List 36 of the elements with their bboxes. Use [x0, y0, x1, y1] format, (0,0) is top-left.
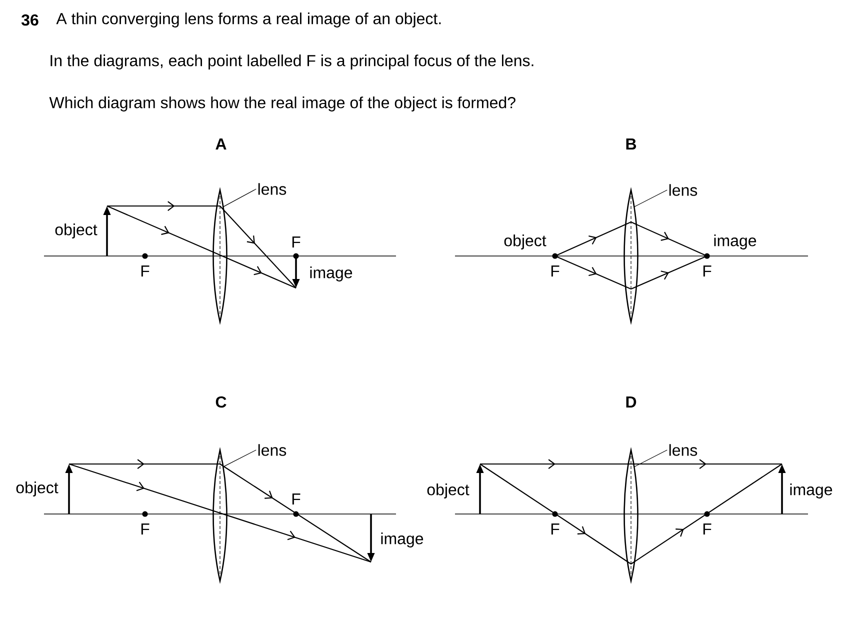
- option-letter: D: [626, 396, 636, 408]
- question-text: Which diagram shows how the real image of the object is formed?: [49, 96, 516, 112]
- instruction-text: In the diagrams, each point labelled F is a principal focus of the lens.: [50, 54, 534, 70]
- object-label: object: [504, 234, 546, 250]
- focus-label: F: [141, 524, 150, 534]
- object-label: object: [55, 224, 98, 238]
- lens: [624, 449, 638, 582]
- focus-label: F: [292, 236, 300, 248]
- lens-label: lens: [669, 444, 698, 456]
- focus-label: F: [551, 524, 560, 534]
- image-label: image: [310, 266, 352, 282]
- lens-label: lens: [258, 444, 286, 456]
- leader-line: [634, 450, 668, 468]
- object-label: object: [16, 482, 58, 496]
- focus-label: F: [141, 266, 150, 276]
- leader-line: [222, 450, 256, 468]
- object-label: object: [427, 484, 470, 498]
- question-text: A thin converging lens forms a real image of an object.: [56, 12, 441, 28]
- lens: [212, 449, 228, 582]
- focus-label: F: [551, 266, 560, 276]
- option-letter: A: [216, 138, 226, 150]
- option-letter: C: [216, 396, 226, 408]
- focus-label: F: [292, 494, 300, 504]
- image-label: image: [381, 532, 424, 548]
- image-label: image: [790, 484, 832, 498]
- lens: [212, 189, 228, 323]
- question-number: 36: [21, 14, 38, 26]
- leader-line: [634, 190, 668, 208]
- focus-label: F: [703, 266, 712, 276]
- image-label: image: [714, 234, 756, 250]
- lens-label: lens: [669, 184, 698, 196]
- focus-label: F: [703, 524, 712, 534]
- option-letter: B: [626, 138, 636, 150]
- lens-label: lens: [258, 183, 286, 195]
- leader-line: [222, 188, 256, 208]
- lens: [624, 189, 638, 323]
